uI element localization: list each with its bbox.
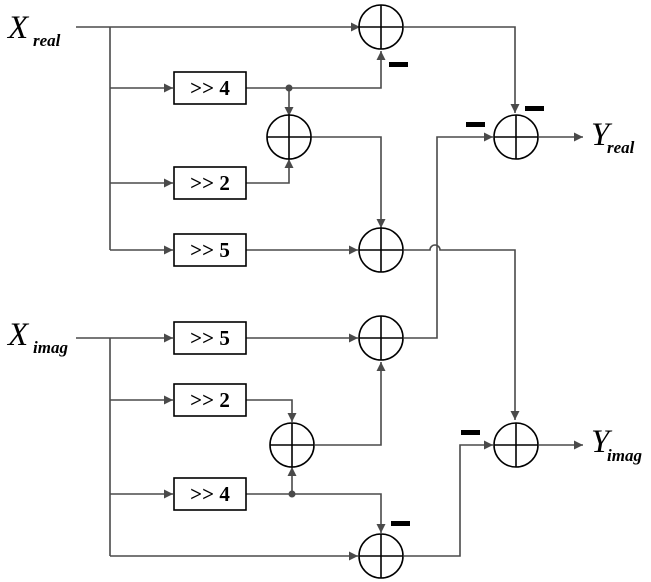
- adder-imag-mid: [269, 422, 315, 468]
- real-shift-2-block: >> 2: [173, 166, 247, 200]
- y-imag-main: Y: [591, 424, 613, 460]
- imag-shift-5-label: >> 5: [190, 326, 230, 350]
- adder-imag-sum: [358, 315, 404, 361]
- minus-sign-yreal-top: [525, 106, 544, 111]
- adder-y-real: [493, 114, 539, 160]
- y-real-subscript: real: [607, 138, 635, 157]
- wire-shift2-to-adder-mid: [246, 159, 294, 184]
- output-label-y-real: Y real: [591, 117, 635, 157]
- minus-sign-adder-real-top: [389, 62, 408, 67]
- wire-adder-mid-to-adder-sum: [311, 136, 386, 228]
- y-real-main: Y: [591, 117, 613, 153]
- real-shift-5-block: >> 5: [173, 233, 247, 267]
- real-input-wires: [76, 22, 360, 255]
- imag-internal-wires: [246, 132, 583, 557]
- real-shift-2-label: >> 2: [190, 171, 230, 195]
- real-shift-4-box: [173, 71, 247, 105]
- adder-y-imag: [493, 422, 539, 468]
- junction-dot-imag: [288, 490, 296, 498]
- imag-shift-4-block: >> 4: [173, 477, 247, 511]
- minus-sign-yimag-left: [461, 430, 480, 435]
- imag-shift-2-block: >> 2: [173, 383, 247, 417]
- imag-shift-4-label: >> 4: [190, 482, 230, 506]
- x-imag-subscript: imag: [33, 338, 68, 357]
- wire-shift4-to-adder-bottom: [246, 493, 386, 533]
- output-label-y-imag: Y imag: [591, 424, 642, 465]
- real-shift-5-label: >> 5: [190, 238, 230, 262]
- imag-shift-5-block: >> 5: [173, 321, 247, 355]
- imag-shift-5-box: [173, 321, 247, 355]
- adder-real-sum: [358, 227, 404, 273]
- real-shift-2-box: [173, 166, 247, 200]
- minus-sign-yreal-left: [466, 122, 485, 127]
- wire-shift4-to-adder-top: [246, 51, 386, 89]
- minus-sign-adder-imag-bottom: [391, 521, 410, 526]
- wire-adder-sum-to-yimag: [404, 244, 520, 420]
- real-internal-wires: [246, 26, 583, 420]
- real-shift-5-box: [173, 233, 247, 267]
- wire-adder-bottom-to-yimag: [404, 440, 493, 557]
- imag-shift-2-box: [173, 383, 247, 417]
- input-label-x-real: X real: [6, 10, 61, 50]
- x-imag-main: X: [6, 317, 30, 353]
- adder-real-top: [358, 4, 404, 50]
- real-shift-4-block: >> 4: [173, 71, 247, 105]
- wire-adder-isum-to-yreal: [404, 132, 493, 339]
- wire-shift2-to-adder-imid: [246, 399, 297, 422]
- real-shift-4-label: >> 4: [190, 76, 230, 100]
- adder-real-mid: [266, 114, 312, 160]
- x-real-subscript: real: [33, 31, 61, 50]
- wire-adder-top-to-yreal: [404, 26, 520, 113]
- x-real-main: X: [6, 10, 30, 46]
- y-imag-subscript: imag: [607, 446, 642, 465]
- junction-dot-real: [285, 84, 293, 92]
- imag-input-wires: [76, 333, 358, 561]
- imag-shift-4-box: [173, 477, 247, 511]
- input-label-x-imag: X imag: [6, 317, 68, 357]
- wire-adder-imid-to-adder-isum: [315, 362, 386, 446]
- imag-shift-2-label: >> 2: [190, 388, 230, 412]
- adder-imag-bottom: [358, 533, 404, 579]
